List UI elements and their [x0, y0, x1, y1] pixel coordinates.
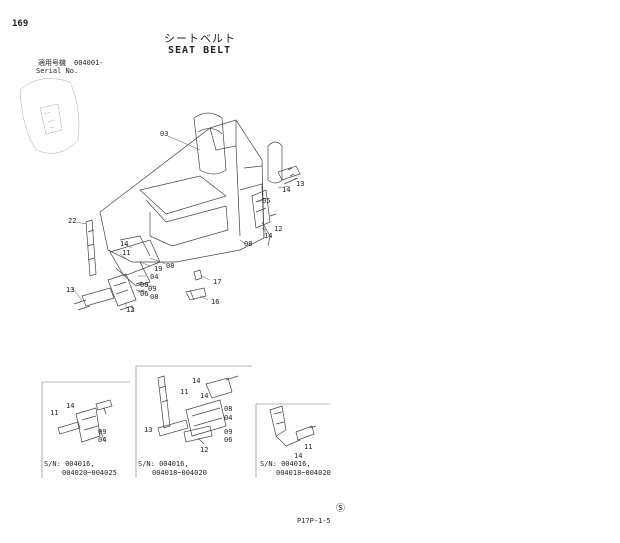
label-12a: 12 [274, 225, 282, 233]
page-title-japanese: シートベルト [164, 32, 236, 45]
left-belt-assembly [73, 219, 161, 313]
leader-lines [71, 135, 297, 308]
page-number: 169 [12, 19, 29, 29]
inset2-label-13: 13 [144, 426, 152, 434]
serial-label: Serial No. [36, 67, 79, 75]
inset1-label-04: 04 [98, 436, 106, 444]
label-09b: 09 [148, 285, 156, 293]
inset1-label-14: 14 [66, 402, 74, 410]
inset2-caption-line2: 004018~004020 [152, 469, 207, 477]
label-09a: 09 [140, 281, 148, 289]
label-12b: 12 [126, 306, 134, 314]
ghost-cab-outline [19, 78, 80, 154]
label-05: 05 [262, 197, 270, 205]
inset1-caption-line2: 004020~004025 [62, 469, 117, 477]
inset2-label-09: 09 [224, 428, 232, 436]
label-06: 06 [140, 290, 148, 298]
label-08b-top: 08 [166, 262, 174, 270]
inset3-caption-line2: 004018~004020 [276, 469, 331, 477]
inset2-labels: 14 11 14 08 04 09 13 06 12 [144, 377, 232, 454]
inset2-label-14a: 14 [192, 377, 200, 385]
inset2-label-04: 04 [224, 414, 232, 422]
inset2-label-08: 08 [224, 405, 232, 413]
inset1-label-11: 11 [50, 409, 58, 417]
label-03: 03 [160, 130, 168, 138]
serial-value: 004001- [74, 59, 104, 67]
footer-code: P17P-1-5 [297, 517, 331, 525]
buckle-parts [185, 269, 207, 301]
label-14a: 14 [282, 186, 290, 194]
label-13a: 13 [296, 180, 304, 188]
inset2-label-12: 12 [200, 446, 208, 454]
label-22: 22 [68, 217, 76, 225]
part-labels: 03 13 14 05 12 14 08 22 14 11 19 08 04 0… [66, 130, 304, 314]
inset2-label-11: 11 [180, 388, 188, 396]
inset-frames [41, 365, 330, 478]
inset2-drawing [157, 375, 239, 445]
label-04a: 04 [150, 273, 158, 281]
inset2-caption-line1: S/N: 004016, [138, 460, 189, 468]
inset1-label-09: 09 [98, 428, 106, 436]
label-11a: 11 [122, 249, 130, 257]
label-19: 19 [154, 265, 162, 273]
label-16: 16 [211, 298, 219, 306]
inset1-drawing [57, 399, 113, 443]
page-title: SEAT BELT [168, 45, 232, 56]
inset3-label-11: 11 [304, 443, 312, 451]
footer-mark: Ⓢ [336, 504, 346, 514]
inset3-caption-line1: S/N: 004016, [260, 460, 311, 468]
inset3-label-14: 14 [294, 452, 302, 460]
right-belt-assembly [251, 165, 301, 247]
inset1-caption-line1: S/N: 004016, [44, 460, 95, 468]
inset1-labels: 14 11 09 04 [50, 402, 106, 444]
label-08b: 08 [150, 293, 158, 301]
label-14b: 14 [264, 232, 272, 240]
label-13b: 13 [66, 286, 74, 294]
serial-label-japanese: 適用号機 [38, 59, 66, 67]
label-17: 17 [213, 278, 221, 286]
inset3-labels: 11 14 [294, 443, 312, 460]
inset2-label-14b: 14 [200, 392, 208, 400]
label-08a: 08 [244, 240, 252, 248]
inset2-label-06: 06 [224, 436, 232, 444]
inset3-drawing [269, 405, 317, 447]
label-14c: 14 [120, 240, 128, 248]
